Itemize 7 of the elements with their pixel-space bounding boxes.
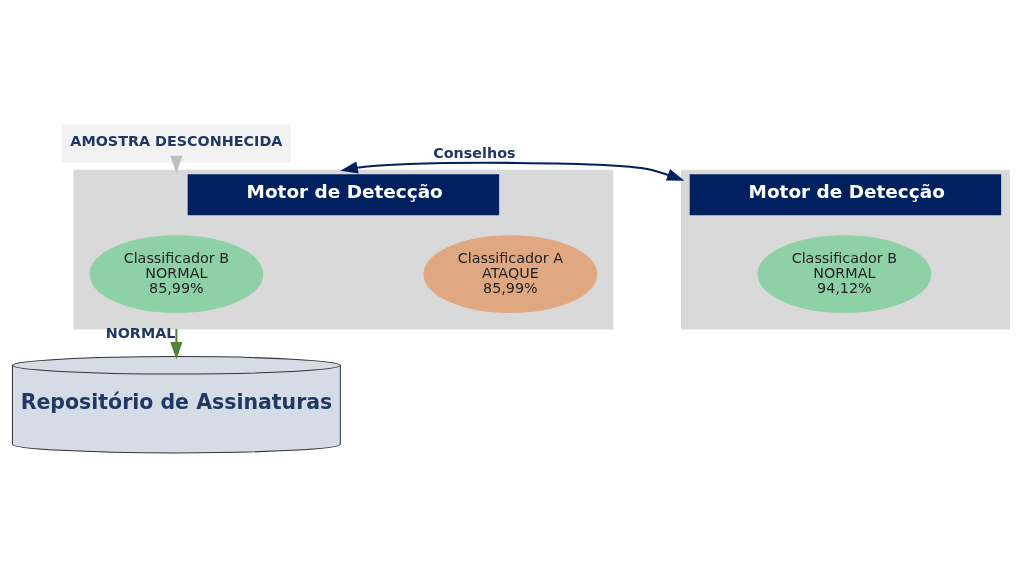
node-ellipse: Classificador A ATAQUE 85,99% — [423, 235, 598, 313]
edge-label: Conselhos — [433, 145, 516, 162]
arrow — [170, 328, 183, 360]
node-ellipse: Classificador B NORMAL 94,12% — [757, 235, 932, 313]
arrow — [340, 161, 685, 181]
arrow — [170, 155, 183, 174]
node-ellipse: Classificador B NORMAL 85,99% — [89, 235, 264, 313]
